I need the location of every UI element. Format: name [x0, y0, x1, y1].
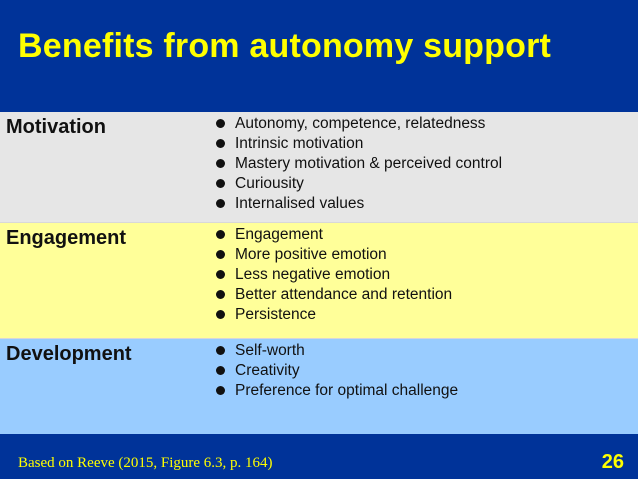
- bullet-icon: [216, 250, 225, 259]
- bullet-icon: [216, 366, 225, 375]
- list-item-text: Preference for optimal challenge: [235, 382, 459, 399]
- bullet-icon: [216, 139, 225, 148]
- bullet-icon: [216, 179, 225, 188]
- bullet-icon: [216, 310, 225, 319]
- list-item-text: Mastery motivation & perceived control: [235, 155, 503, 172]
- list-item-text: Curiousity: [235, 175, 304, 192]
- bullet-icon: [216, 290, 225, 299]
- list-item-text: Self-worth: [235, 342, 305, 359]
- list-item: Creativity: [214, 361, 458, 381]
- bullet-list: Engagement More positive emotion Less ne…: [214, 225, 452, 325]
- source-reference: Based on Reeve (2015, Figure 6.3, p. 164…: [18, 455, 273, 471]
- bullet-icon: [216, 159, 225, 168]
- benefits-table: Motivation Autonomy, competence, related…: [0, 112, 638, 434]
- bullet-icon: [216, 119, 225, 128]
- list-item: Better attendance and retention: [214, 285, 452, 305]
- list-item-text: Intrinsic motivation: [235, 135, 364, 152]
- table-row-engagement: Engagement Engagement More positive emot…: [0, 223, 638, 339]
- bullet-icon: [216, 346, 225, 355]
- list-item: Curiousity: [214, 174, 502, 194]
- list-item: Self-worth: [214, 341, 458, 361]
- list-item-text: Better attendance and retention: [235, 286, 453, 303]
- bullet-icon: [216, 386, 225, 395]
- bullet-icon: [216, 199, 225, 208]
- list-item: Intrinsic motivation: [214, 134, 502, 154]
- table-row-development: Development Self-worth Creativity Prefer…: [0, 339, 638, 434]
- bullet-icon: [216, 270, 225, 279]
- list-item-text: More positive emotion: [235, 246, 387, 263]
- list-item: Autonomy, competence, relatedness: [214, 114, 502, 134]
- list-item-text: Internalised values: [235, 195, 365, 212]
- bullet-list: Autonomy, competence, relatedness Intrin…: [214, 114, 502, 214]
- list-item: Less negative emotion: [214, 265, 452, 285]
- list-item: Preference for optimal challenge: [214, 381, 458, 401]
- slide-title: Benefits from autonomy support: [18, 27, 552, 65]
- list-item-text: Creativity: [235, 362, 300, 379]
- row-label: Engagement: [6, 227, 127, 249]
- list-item: Persistence: [214, 305, 452, 325]
- bullet-icon: [216, 230, 225, 239]
- bullet-list: Self-worth Creativity Preference for opt…: [214, 341, 458, 401]
- list-item: Mastery motivation & perceived control: [214, 154, 502, 174]
- list-item: Engagement: [214, 225, 452, 245]
- list-item-text: Autonomy, competence, relatedness: [235, 115, 486, 132]
- list-item: More positive emotion: [214, 245, 452, 265]
- list-item-text: Less negative emotion: [235, 266, 391, 283]
- row-label: Motivation: [6, 116, 106, 138]
- list-item: Internalised values: [214, 194, 502, 214]
- list-item-text: Engagement: [235, 226, 323, 243]
- page-number: 26: [601, 451, 624, 473]
- table-row-motivation: Motivation Autonomy, competence, related…: [0, 112, 638, 223]
- row-label: Development: [6, 343, 132, 365]
- list-item-text: Persistence: [235, 306, 316, 323]
